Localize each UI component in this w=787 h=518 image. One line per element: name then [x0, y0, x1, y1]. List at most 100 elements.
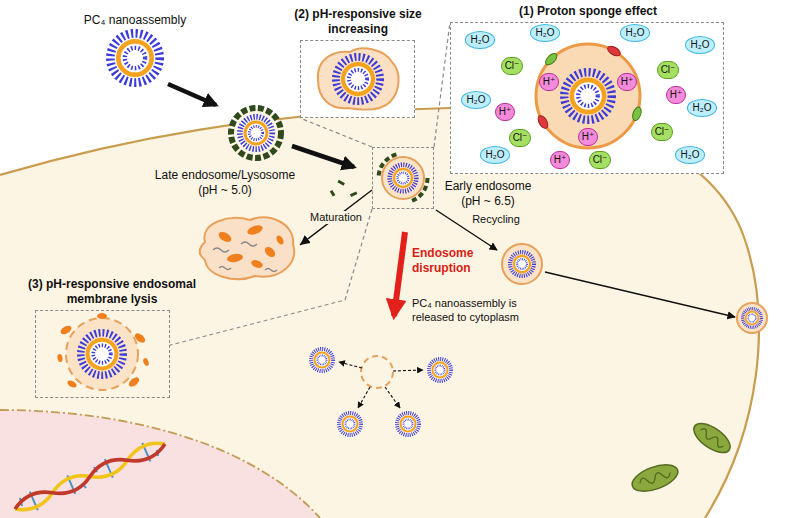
water-molecule: H₂O — [465, 31, 496, 49]
released-nanoassemblies — [385, 387, 400, 408]
degradation-fragment — [217, 230, 233, 244]
proton-sponge-endosome — [544, 52, 559, 67]
degradation-fragment — [246, 224, 264, 237]
released-nanoassemblies — [393, 370, 423, 371]
lysing-endosome — [66, 318, 138, 390]
node-heading: Early endosome (pH ~ 6.5) — [439, 179, 537, 209]
proton-sponge-endosome — [536, 114, 550, 130]
released-nanoassemblies — [311, 349, 333, 371]
proton: H⁺ — [495, 103, 516, 121]
coated-vesicle — [231, 108, 281, 158]
endosome-outline — [200, 217, 294, 279]
degraded-strand — [265, 269, 277, 272]
chloride-ion: Cl⁻ — [589, 151, 612, 169]
degradation-fragment — [226, 253, 243, 264]
early-endosome — [379, 154, 428, 203]
coated-vesicle — [231, 108, 281, 158]
water-molecule: H₂O — [620, 24, 651, 42]
endosome-outline — [195, 212, 300, 282]
chloride-ion: Cl⁻ — [509, 129, 532, 147]
coat-fragment — [330, 180, 358, 197]
water-molecule: H₂O — [461, 91, 492, 109]
zoom-box: (3) pH-responsive endosomal membrane lys… — [35, 310, 170, 398]
dna-helix — [15, 444, 165, 509]
process-label: Recycling — [472, 212, 520, 226]
recycling-path — [743, 309, 762, 328]
process-label: Endosome disruption — [412, 246, 486, 276]
water-molecule: H₂O — [687, 99, 718, 117]
water-molecule: H₂O — [675, 146, 706, 164]
node-heading: (2) pH-responsive size increasing — [288, 7, 428, 37]
dna-helix — [15, 443, 165, 510]
proton-sponge-endosome — [564, 72, 612, 120]
disruption-arrow — [394, 232, 405, 316]
released-nanoassemblies — [397, 413, 419, 435]
lysing-endosome — [66, 379, 78, 389]
proton: H⁺ — [539, 73, 560, 91]
recycling-path — [502, 244, 542, 284]
edge-label: Maturation — [308, 211, 364, 224]
degradation-fragment — [250, 259, 264, 270]
proton-sponge-endosome — [631, 106, 643, 122]
coat-fragment — [350, 191, 358, 197]
water-molecule: H₂O — [685, 36, 716, 54]
degradation-fragment — [263, 245, 277, 259]
node-heading: (1) Proton sponge effect — [451, 4, 725, 19]
mitochondrion — [639, 469, 672, 487]
dna-helix — [15, 443, 165, 509]
lysing-endosome — [127, 375, 141, 388]
early-endosome — [379, 154, 428, 203]
zoom-leader — [170, 209, 372, 345]
chloride-ion: Cl⁻ — [501, 57, 524, 75]
mitochondrion — [629, 459, 682, 496]
mitochondrion — [629, 459, 682, 496]
proton: H⁺ — [666, 86, 687, 104]
nanoassembly — [110, 33, 159, 82]
recycling-path — [510, 252, 534, 276]
zoom-leader — [434, 22, 450, 147]
endocytosis-arrow — [292, 146, 354, 167]
lysing-endosome — [142, 357, 149, 366]
endosome-blob: Late endosome/Lysosome (pH ~ 5.0) — [195, 212, 300, 282]
early-endosome — [382, 157, 424, 199]
water-molecule: H₂O — [480, 146, 511, 164]
process-arrow — [300, 190, 372, 245]
coat-fragment — [330, 190, 336, 197]
proton: H⁺ — [617, 73, 638, 91]
mitochondrion — [689, 418, 735, 458]
released-nanoassemblies — [358, 387, 370, 408]
proton-sponge-endosome — [536, 44, 640, 148]
released-nanoassemblies — [361, 356, 393, 388]
early-endosome — [390, 165, 417, 192]
lysing-endosome — [81, 333, 124, 376]
lysing-endosome — [57, 354, 63, 363]
lysing-endosome — [57, 313, 150, 390]
degraded-strand — [241, 242, 257, 246]
proton: H⁺ — [550, 151, 571, 169]
degraded-strand — [219, 267, 231, 270]
degraded-strand — [213, 248, 229, 252]
proton: H⁺ — [578, 128, 599, 146]
zoom-ground — [300, 40, 415, 118]
degradation-fragment — [275, 234, 285, 246]
released-nanoassemblies — [339, 362, 423, 408]
chloride-ion: Cl⁻ — [651, 123, 674, 141]
released-nanoassemblies — [339, 362, 362, 368]
coated-vesicle — [240, 117, 272, 149]
zoom-box: (2) pH-responsive size increasing — [300, 40, 415, 118]
lysing-endosome — [97, 313, 107, 319]
zoom-ground — [450, 22, 724, 174]
nucleus — [0, 410, 320, 518]
nucleus — [0, 410, 320, 518]
zoom-ground — [300, 22, 724, 174]
swollen-endosome — [318, 48, 399, 109]
component-label: PC₄ nanoassembly — [84, 13, 186, 27]
lysing-endosome — [133, 331, 147, 344]
nucleus — [0, 410, 320, 518]
lysing-endosome — [59, 324, 73, 336]
released-nanoassemblies — [311, 349, 451, 435]
water-molecule: H₂O — [530, 24, 561, 42]
